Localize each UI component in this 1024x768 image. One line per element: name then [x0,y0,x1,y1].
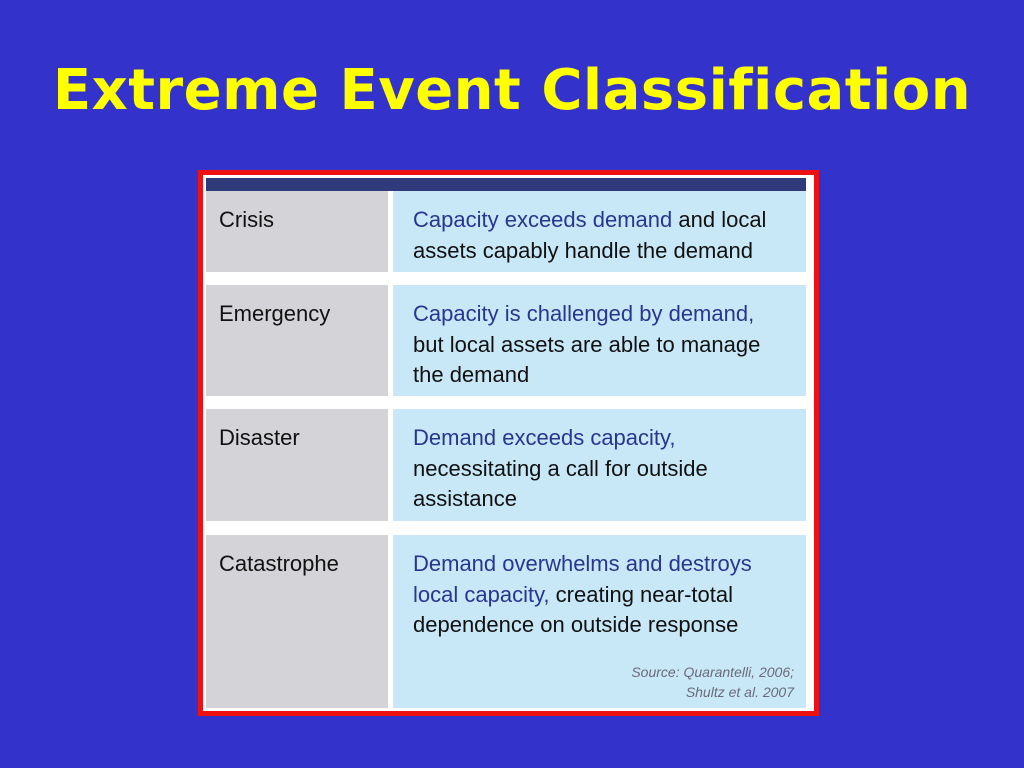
slide-title: Extreme Event Classification [52,58,972,123]
definition-highlight: Demand exceeds capacity, [413,425,676,450]
term-label: Crisis [219,207,274,232]
definition-cell: Demand overwhelms and destroys local cap… [393,535,806,708]
table-row-emergency: Emergency Capacity is challenged by dema… [206,285,806,396]
definition-cell: Capacity exceeds demand and local assets… [393,191,806,272]
term-label: Catastrophe [219,551,339,576]
term-label: Disaster [219,425,300,450]
classification-table: Crisis Capacity exceeds demand and local… [198,170,819,716]
term-cell: Catastrophe [206,535,388,708]
table-header-bar [206,178,806,191]
source-line: Shultz et al. 2007 [685,684,794,700]
definition-highlight: Demand overwhelms and destroys [413,551,752,576]
term-label: Emergency [219,301,331,326]
term-cell: Disaster [206,409,388,521]
definition-text: creating near-total [549,581,733,607]
table-row-crisis: Crisis Capacity exceeds demand and local… [206,191,806,272]
definition-text: necessitating a call for outside [413,455,708,481]
definition-text: and local [672,207,767,232]
definition-text: assets capably handle the demand [413,237,754,263]
definition-text: dependence on outside response [413,612,739,637]
table-row-catastrophe: Catastrophe Demand overwhelms and destro… [206,535,806,708]
term-cell: Emergency [206,285,388,396]
definition-cell: Capacity is challenged by demand, but lo… [393,285,806,396]
definition-cell: Demand exceeds capacity, necessitating a… [393,409,806,521]
source-citation: Source: Quarantelli, 2006; Shultz et al.… [631,662,794,702]
table-row-disaster: Disaster Demand exceeds capacity, necess… [206,409,806,521]
source-line: Source: Quarantelli, 2006; [631,664,794,680]
definition-text: but local assets are able to manage [413,331,761,357]
definition-text: the demand [413,362,530,387]
definition-text: assistance [413,486,517,511]
definition-highlight: Capacity is challenged by demand, [413,301,755,326]
definition-highlight: Capacity exceeds demand [413,207,673,232]
term-cell: Crisis [206,191,388,272]
definition-highlight: local capacity, [413,581,550,607]
